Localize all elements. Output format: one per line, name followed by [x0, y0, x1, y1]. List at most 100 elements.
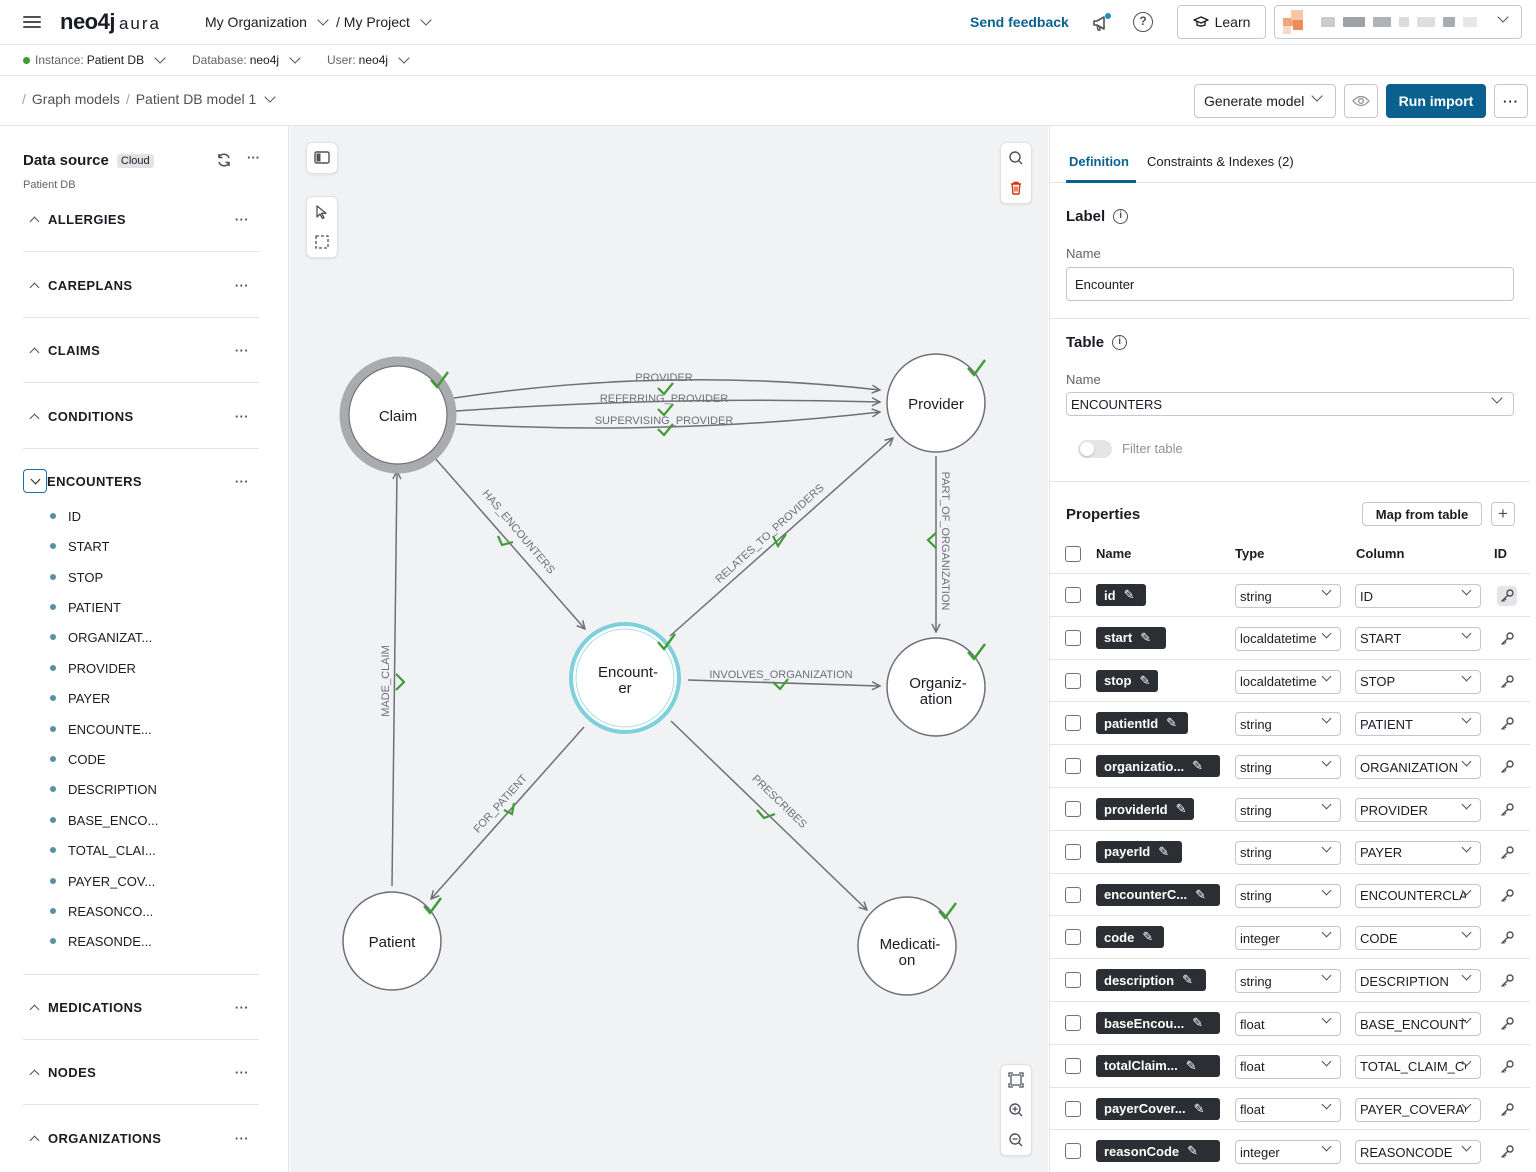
property-type-select[interactable]: string — [1235, 883, 1341, 908]
user-selector[interactable]: User:neo4j — [327, 52, 410, 67]
table-more-button[interactable]: ··· — [234, 342, 249, 358]
list-item[interactable]: DESCRIPTION — [50, 779, 157, 799]
row-checkbox[interactable] — [1065, 629, 1081, 646]
edge-part-of-organization[interactable]: PART_OF_ORGANIZATION — [926, 456, 951, 632]
edge-relates-to-providers[interactable]: RELATES_TO_PROVIDERS — [669, 438, 893, 637]
graph-canvas[interactable]: PROVIDER REFERRING_PROVIDER SUPERVISING_… — [290, 126, 1048, 1172]
property-name-chip[interactable]: encounterC...✎ — [1096, 883, 1220, 906]
preview-button[interactable] — [1344, 84, 1378, 118]
table-row[interactable]: description✎ string DESCRIPTION — [1050, 958, 1530, 1001]
add-property-button[interactable]: + — [1491, 502, 1515, 526]
list-item[interactable]: BASE_ENCO... — [50, 810, 158, 830]
key-icon[interactable] — [1497, 1142, 1517, 1162]
property-column-select[interactable]: PATIENT — [1355, 712, 1481, 737]
pencil-icon[interactable]: ✎ — [1192, 758, 1204, 774]
property-type-select[interactable]: string — [1235, 840, 1341, 865]
property-name-chip[interactable]: reasonCode✎ — [1096, 1140, 1220, 1163]
table-medications[interactable]: MEDICATIONS··· — [23, 993, 259, 1021]
table-encounters[interactable]: ENCOUNTERS ··· — [23, 467, 259, 495]
node-encounter[interactable]: Encount- er — [569, 622, 681, 734]
property-column-select[interactable]: STOP — [1355, 669, 1481, 694]
property-name-chip[interactable]: stop✎ — [1096, 669, 1159, 692]
table-more-button[interactable]: ··· — [234, 1130, 249, 1146]
property-type-select[interactable]: string — [1235, 584, 1341, 608]
pencil-icon[interactable]: ✎ — [1140, 629, 1152, 645]
key-icon[interactable] — [1497, 1014, 1517, 1034]
tab-constraints-indexes[interactable]: Constraints & Indexes (2) — [1147, 154, 1294, 169]
key-icon[interactable] — [1497, 672, 1517, 692]
label-name-input[interactable] — [1066, 267, 1514, 301]
table-more-button[interactable]: ··· — [234, 408, 249, 424]
key-icon[interactable] — [1497, 714, 1517, 734]
edge-prescribes[interactable]: PRESCRIBES — [670, 720, 867, 910]
property-name-chip[interactable]: patientId✎ — [1096, 712, 1188, 735]
property-type-select[interactable]: string — [1235, 969, 1341, 994]
pencil-icon[interactable]: ✎ — [1142, 929, 1154, 945]
property-name-chip[interactable]: payerCover...✎ — [1096, 1097, 1220, 1120]
property-name-chip[interactable]: description✎ — [1096, 969, 1206, 992]
pencil-icon[interactable]: ✎ — [1123, 587, 1135, 602]
property-type-select[interactable]: integer — [1235, 926, 1341, 951]
key-icon[interactable] — [1497, 1100, 1517, 1120]
edge-referring-provider[interactable]: REFERRING_PROVIDER — [455, 393, 880, 417]
property-type-select[interactable]: localdatetime — [1235, 626, 1341, 651]
edge-for-patient[interactable]: FOR_PATIENT — [431, 726, 585, 899]
property-column-select[interactable]: DESCRIPTION — [1355, 969, 1481, 994]
breadcrumb-graph-models[interactable]: Graph models — [31, 91, 120, 107]
property-type-select[interactable]: integer — [1235, 1140, 1341, 1165]
row-checkbox[interactable] — [1065, 929, 1081, 946]
pencil-icon[interactable]: ✎ — [1139, 672, 1151, 688]
row-checkbox[interactable] — [1065, 587, 1081, 603]
filter-table-toggle[interactable] — [1078, 440, 1112, 458]
learn-button[interactable]: Learn — [1177, 5, 1266, 39]
pencil-icon[interactable]: ✎ — [1195, 886, 1206, 902]
key-icon[interactable] — [1497, 629, 1517, 649]
organization-selector[interactable]: My Organization — [205, 14, 329, 30]
property-column-select[interactable]: CODE — [1355, 926, 1481, 951]
list-item[interactable]: CODE — [50, 749, 106, 769]
table-row[interactable]: encounterC...✎stringENCOUNTERCLASS — [1050, 872, 1530, 916]
key-icon[interactable] — [1497, 886, 1517, 906]
menu-icon[interactable] — [22, 13, 42, 31]
generate-model-button[interactable]: Generate model — [1194, 84, 1336, 118]
property-name-chip[interactable]: payerId✎ — [1096, 840, 1182, 863]
pencil-icon[interactable]: ✎ — [1192, 1015, 1204, 1030]
table-more-button[interactable]: ··· — [234, 999, 249, 1015]
property-name-chip[interactable]: baseEncou...✎ — [1096, 1012, 1220, 1034]
zoom-in-button[interactable] — [1001, 1095, 1031, 1125]
pencil-icon[interactable]: ✎ — [1175, 801, 1187, 816]
property-column-select[interactable]: PAYER — [1355, 840, 1481, 865]
breadcrumb-model-name[interactable]: Patient DB model 1 — [135, 91, 257, 107]
table-more-button[interactable]: ··· — [234, 473, 249, 489]
row-checkbox[interactable] — [1065, 1143, 1081, 1160]
table-careplans[interactable]: CAREPLANS··· — [23, 271, 259, 299]
chevron-down-icon[interactable] — [23, 469, 47, 493]
table-more-button[interactable]: ··· — [234, 211, 249, 227]
list-item[interactable]: PATIENT — [50, 597, 121, 617]
row-checkbox[interactable] — [1065, 843, 1081, 860]
key-icon[interactable] — [1497, 928, 1517, 948]
pencil-icon[interactable]: ✎ — [1193, 1100, 1205, 1116]
property-column-select[interactable]: START — [1355, 626, 1481, 651]
row-checkbox[interactable] — [1065, 972, 1081, 989]
property-name-chip[interactable]: code✎ — [1096, 926, 1164, 949]
fit-to-screen-button[interactable] — [1001, 1065, 1031, 1095]
info-icon[interactable]: i — [1112, 335, 1128, 350]
project-selector[interactable]: / My Project — [336, 14, 432, 30]
property-column-select[interactable]: BASE_ENCOUNTER_COST — [1355, 1012, 1481, 1036]
select-all-checkbox[interactable] — [1065, 546, 1081, 562]
more-options-button[interactable]: ··· — [1494, 84, 1528, 118]
help-icon[interactable]: ? — [1133, 12, 1153, 32]
send-feedback-link[interactable]: Send feedback — [970, 14, 1069, 30]
row-checkbox[interactable] — [1065, 801, 1081, 817]
map-from-table-button[interactable]: Map from table — [1362, 502, 1482, 526]
key-icon[interactable] — [1497, 843, 1517, 863]
row-checkbox[interactable] — [1065, 672, 1081, 689]
key-icon[interactable] — [1497, 586, 1517, 606]
list-item[interactable]: REASONDE... — [50, 931, 152, 951]
toggle-sidebar-button[interactable] — [306, 142, 338, 174]
node-provider[interactable]: Provider — [886, 353, 986, 453]
row-checkbox[interactable] — [1065, 886, 1081, 903]
